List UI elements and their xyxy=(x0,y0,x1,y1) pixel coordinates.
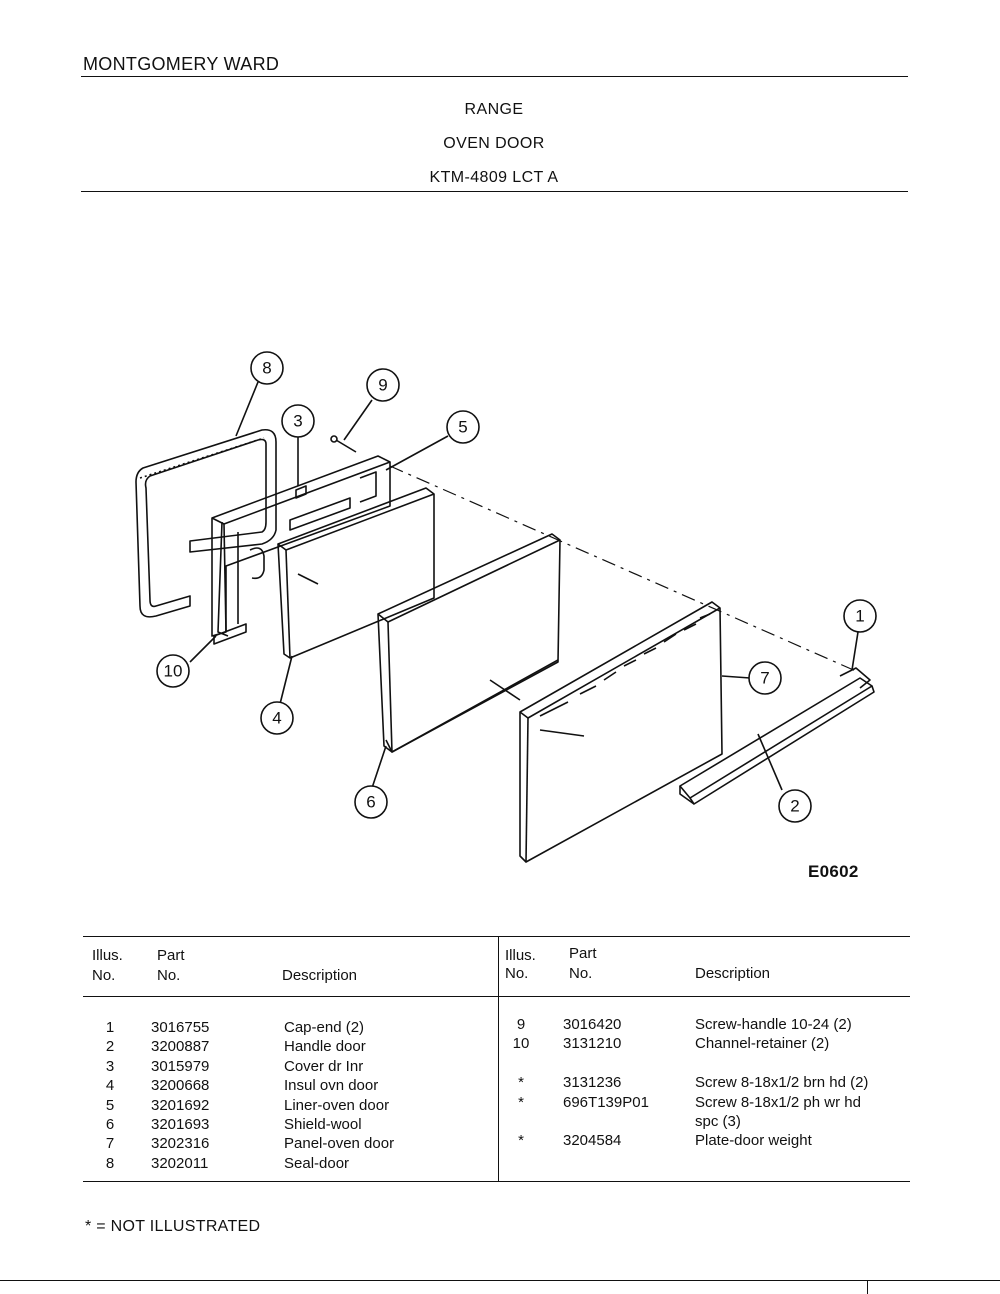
part-panel-oven-door xyxy=(519,601,723,863)
left-header-part: Part xyxy=(157,947,185,964)
right-row-7-description: Plate-door weight xyxy=(695,1132,812,1150)
right-row-2-illus: 10 xyxy=(512,1035,530,1053)
brand-name: MONTGOMERY WARD xyxy=(83,54,280,74)
svg-text:8: 8 xyxy=(262,359,271,378)
title-line-3: KTM-4809 LCT A xyxy=(429,169,559,186)
page-bottom-rule xyxy=(0,1280,1000,1281)
right-row-1-illus: 9 xyxy=(516,1016,526,1033)
left-row-7-part: 3202316 xyxy=(151,1135,210,1153)
part-cover-door-inner xyxy=(211,455,391,645)
callout-2: 2 xyxy=(778,789,812,823)
left-row-6-illus: 6 xyxy=(105,1116,115,1133)
left-row-2-part: 3200887 xyxy=(151,1038,210,1056)
title-line-1: RANGE xyxy=(464,101,524,118)
part-shield-wool xyxy=(377,533,561,753)
right-row-6-description: spc (3) xyxy=(695,1113,741,1130)
exploded-parts-diagram: 1 2 3 4 5 6 7 8 9 10 xyxy=(135,351,877,863)
left-row-7-description: Panel-oven door xyxy=(284,1135,395,1153)
left-row-3-part: 3015979 xyxy=(151,1057,210,1075)
right-header-illus-no: No. xyxy=(505,965,529,982)
svg-text:2: 2 xyxy=(790,797,799,816)
header-rule-bottom xyxy=(81,191,908,192)
left-header-illus-no: No. xyxy=(92,967,116,984)
svg-text:10: 10 xyxy=(164,662,183,681)
header-rule-top xyxy=(81,76,908,77)
callout-3: 3 xyxy=(281,404,315,438)
left-row-4-illus: 4 xyxy=(105,1077,115,1095)
callout-4: 4 xyxy=(260,701,294,735)
right-row-1-part: 3016420 xyxy=(563,1016,622,1033)
right-header-illus: Illus. xyxy=(505,947,536,964)
left-row-2-description: Handle door xyxy=(284,1038,366,1056)
left-header-part-no: No. xyxy=(157,967,181,984)
left-row-5-part: 3201692 xyxy=(151,1096,210,1114)
svg-text:9: 9 xyxy=(378,376,387,395)
diagram-code: E0602 xyxy=(808,862,859,881)
callout-5: 5 xyxy=(446,410,480,444)
right-row-4-description: Screw 8-18x1/2 brn hd (2) xyxy=(695,1074,869,1092)
right-row-7-part: 3204584 xyxy=(563,1132,622,1150)
svg-text:3: 3 xyxy=(293,412,302,431)
part-insulation xyxy=(277,487,435,659)
left-row-4-description: Insul ovn door xyxy=(284,1077,379,1095)
table-divider xyxy=(498,936,499,1182)
left-row-8-part: 3202011 xyxy=(151,1154,209,1172)
callout-8: 8 xyxy=(250,351,284,385)
right-row-5-part: 696T139P01 xyxy=(563,1093,649,1111)
left-row-6-description: Shield-wool xyxy=(284,1116,362,1133)
left-row-5-illus: 5 xyxy=(105,1096,115,1114)
table-rule-bottom xyxy=(83,1181,910,1182)
svg-text:5: 5 xyxy=(458,418,467,437)
left-row-1-part: 3016755 xyxy=(151,1019,210,1036)
table-rule-top xyxy=(83,936,910,937)
left-row-8-illus: 8 xyxy=(105,1154,115,1172)
callout-7: 7 xyxy=(748,661,782,695)
left-row-3-illus: 3 xyxy=(105,1057,115,1075)
left-header-illus: Illus. xyxy=(92,947,123,964)
right-row-5-description: Screw 8-18x1/2 ph wr hd xyxy=(695,1093,861,1111)
left-row-4-part: 3200668 xyxy=(151,1077,210,1095)
part-screw-handle xyxy=(330,435,357,453)
title-line-2: OVEN DOOR xyxy=(443,135,545,152)
part-seal-door xyxy=(135,428,277,618)
right-header-description: Description xyxy=(695,965,771,982)
callout-1: 1 xyxy=(843,599,877,633)
right-row-4-illus: * xyxy=(518,1074,524,1092)
right-row-2-part: 3131210 xyxy=(563,1035,622,1053)
right-row-7-illus: * xyxy=(518,1132,524,1150)
svg-text:1: 1 xyxy=(855,607,864,626)
callout-6: 6 xyxy=(354,785,388,819)
left-row-1-description: Cap-end (2) xyxy=(284,1019,365,1036)
svg-text:6: 6 xyxy=(366,793,375,812)
right-row-2-description: Channel-retainer (2) xyxy=(695,1035,830,1053)
svg-text:4: 4 xyxy=(272,709,281,728)
right-row-1-description: Screw-handle 10-24 (2) xyxy=(695,1016,852,1033)
left-row-7-illus: 7 xyxy=(105,1135,115,1153)
callout-9: 9 xyxy=(366,368,400,402)
page-bottom-tick xyxy=(867,1280,868,1294)
svg-text:7: 7 xyxy=(760,669,769,688)
left-row-2-illus: 2 xyxy=(105,1038,115,1056)
right-row-4-part: 3131236 xyxy=(563,1074,622,1092)
left-row-1-illus: 1 xyxy=(105,1019,115,1036)
footnote: * = NOT ILLUSTRATED xyxy=(85,1218,261,1235)
left-row-8-description: Seal-door xyxy=(284,1154,350,1172)
left-header-description: Description xyxy=(282,967,358,984)
right-row-5-illus: * xyxy=(518,1093,524,1111)
left-row-5-description: Liner-oven door xyxy=(284,1096,390,1114)
right-header-part: Part xyxy=(569,945,597,962)
right-header-part-no: No. xyxy=(569,965,593,982)
left-row-6-part: 3201693 xyxy=(151,1116,210,1133)
left-row-3-description: Cover dr Inr xyxy=(284,1057,364,1075)
table-header-rule xyxy=(83,996,910,997)
callout-10: 10 xyxy=(156,654,190,688)
part-handle-door xyxy=(679,667,875,805)
